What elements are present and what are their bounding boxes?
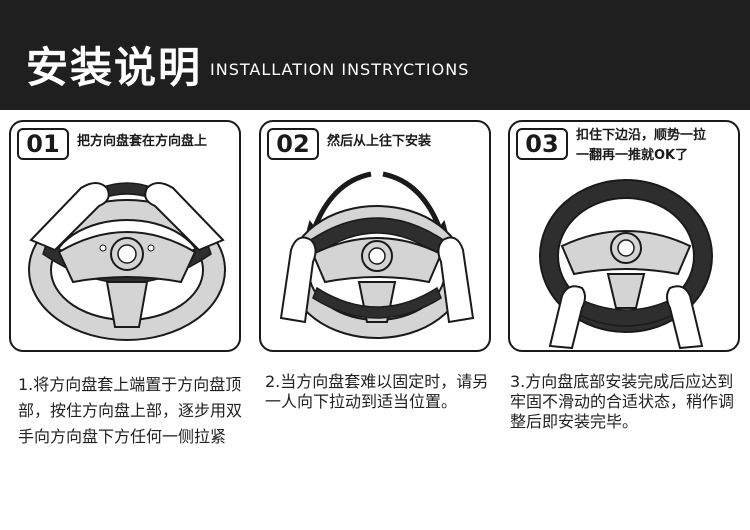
header-subtitle: INSTALLATION INSTRYCTIONS	[210, 60, 470, 79]
step-1-illustration	[28, 182, 226, 341]
header-title: 安装说明	[26, 43, 203, 92]
step-panel-2: 02 然后从上往下安装	[259, 120, 491, 352]
step-tag-3-line-1: 扣住下边沿，顺势一拉	[576, 128, 707, 143]
step-tag-3: 扣住下边沿，顺势一拉 一翻再一推就OK了	[576, 126, 736, 166]
step-description-2: 2.当方向盘套难以固定时，请另一人向下拉动到适当位置。	[265, 372, 489, 411]
step-3-illustration	[539, 179, 713, 350]
header-banner: 安装说明 INSTALLATION INSTRYCTIONS	[0, 0, 750, 110]
step-description-3: 3.方向盘底部安装完成后应达到牢固不滑动的合适状态，稍作调整后即安装完毕。	[510, 372, 735, 431]
step-description-1: 1.将方向盘套上端置于方向盘顶部，按住方向盘上部，逐步用双手向方向盘下方任何一侧…	[18, 375, 243, 446]
step-tag-1: 把方向盘套在方向盘上	[77, 134, 208, 149]
step-number-3: 03	[516, 128, 568, 160]
step-2-illustration	[279, 171, 475, 339]
step-number-1: 01	[17, 128, 69, 160]
step-number-2: 02	[267, 128, 319, 160]
step-panel-1: 01 把方向盘套在方向盘上	[9, 120, 241, 352]
step-panel-3: 03 扣住下边沿，顺势一拉 一翻再一推就OK了	[508, 120, 740, 352]
step-tag-3-line-2: 一翻再一推就OK了	[576, 148, 689, 163]
step-tag-2: 然后从上往下安装	[327, 134, 432, 149]
